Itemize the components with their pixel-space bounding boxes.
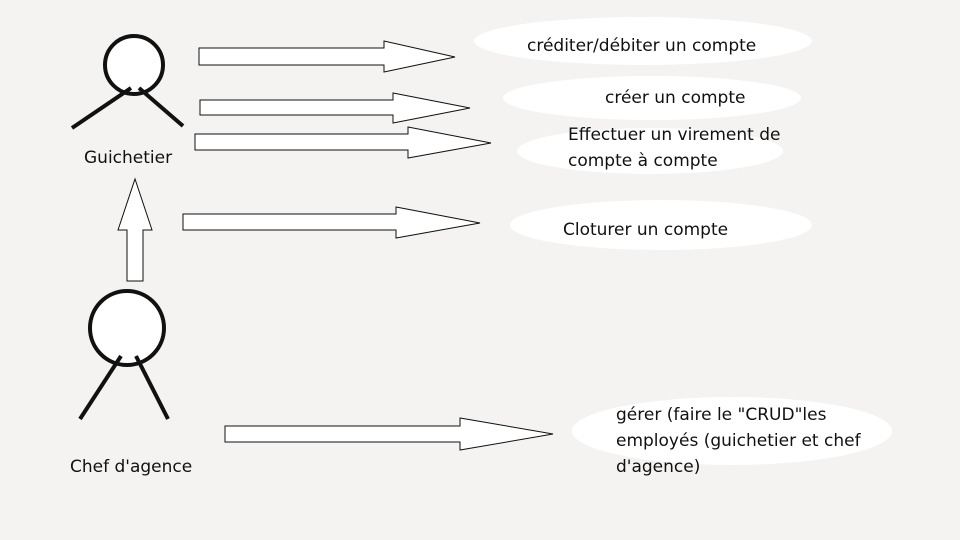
- usecase-ellipse-cloturer: [510, 200, 812, 250]
- actor-guichetier-figure: [70, 34, 185, 130]
- usecase-label-gerer-3: d'agence): [616, 457, 701, 477]
- actor-label-chef: Chef d'agence: [70, 457, 193, 477]
- arrow-to-cloturer: [182, 206, 481, 239]
- usecase-ellipse-gerer: [572, 397, 892, 465]
- usecase-label-cloturer: Cloturer un compte: [563, 220, 729, 240]
- usecase-label-virement-2: compte à compte: [568, 151, 718, 171]
- actor-label-guichetier: Guichetier: [84, 148, 173, 168]
- usecase-ellipse-creer: [503, 76, 801, 120]
- actor-chef-figure: [78, 289, 170, 421]
- usecase-ellipse-crediter: [474, 17, 812, 65]
- arrow-to-virement: [194, 126, 492, 159]
- usecase-label-gerer-2: employés (guichetier et chef: [616, 431, 861, 451]
- arrow-to-gerer: [224, 417, 554, 451]
- usecase-label-gerer-1: gérer (faire le "CRUD"les: [616, 405, 827, 425]
- usecase-label-crediter: créditer/débiter un compte: [527, 36, 757, 56]
- usecase-ellipse-virement: [517, 128, 783, 174]
- usecase-label-virement-1: Effectuer un virement de: [568, 125, 781, 145]
- arrow-to-creer: [199, 92, 471, 124]
- usecase-label-creer: créer un compte: [605, 88, 746, 108]
- arrow-chef-to-guichetier: [117, 177, 153, 282]
- arrow-to-crediter: [198, 40, 456, 73]
